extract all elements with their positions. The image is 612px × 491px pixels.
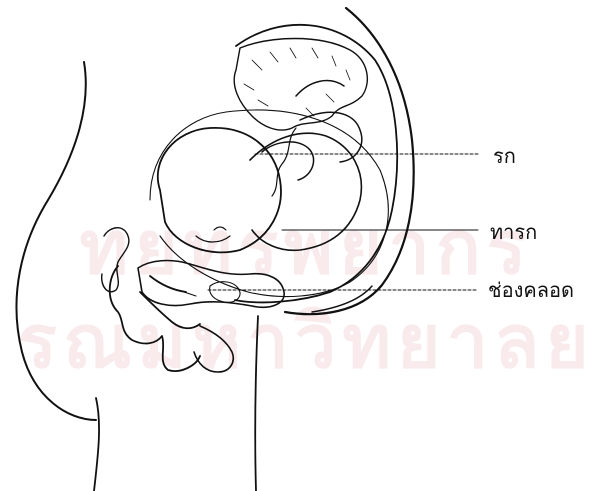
vagina-label: ช่องคลอด	[488, 274, 574, 306]
uterus-outer-wall	[285, 8, 414, 314]
body-front-contour	[16, 62, 96, 420]
placenta-label: รก	[493, 140, 516, 172]
fetus-label: ทารก	[490, 216, 537, 248]
cervix-detail	[178, 282, 240, 303]
fetus-head	[158, 128, 281, 252]
back-contour	[255, 316, 258, 491]
fetus-face	[196, 227, 230, 242]
perineum-rectum	[194, 326, 233, 372]
amniotic-sac	[150, 110, 388, 297]
leg-contour	[94, 398, 99, 491]
bladder-urethra	[102, 228, 129, 292]
labia	[110, 266, 200, 371]
fetus-limb-leg	[296, 81, 362, 162]
fetus-limb-arm	[262, 142, 314, 180]
vaginal-canal	[140, 276, 200, 328]
